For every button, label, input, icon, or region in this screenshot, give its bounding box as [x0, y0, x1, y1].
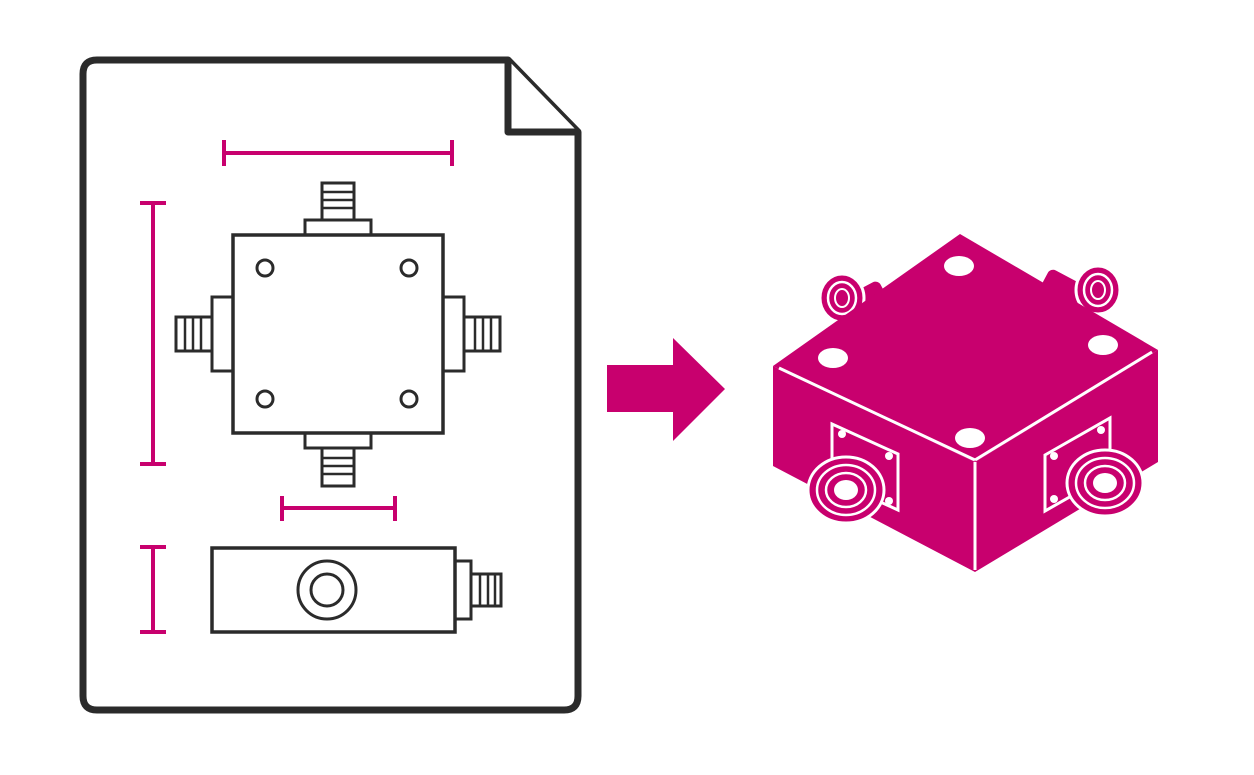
thickness-dimension — [140, 545, 166, 634]
side-port-inner — [309, 572, 345, 608]
mount-hole — [399, 389, 419, 409]
side-port-outer — [296, 559, 358, 621]
mount-hole — [1088, 335, 1118, 355]
side-connector — [453, 559, 503, 621]
device-edges — [778, 350, 1153, 570]
height-dimension — [140, 201, 166, 466]
side-view-drawing — [210, 546, 503, 634]
mount-hole — [955, 428, 985, 448]
mount-hole — [255, 389, 275, 409]
connector-spacing-dimension — [280, 496, 397, 521]
document-page — [79, 56, 582, 714]
right-connector — [441, 295, 502, 373]
mount-hole — [255, 258, 275, 278]
device-right-face — [975, 350, 1158, 572]
technical-drawing-document-icon — [79, 56, 582, 714]
device-top-face — [773, 234, 1158, 462]
mount-hole — [944, 256, 974, 276]
top-connector — [303, 181, 373, 237]
front-left-connector — [806, 421, 900, 525]
right-arrow-icon — [607, 338, 725, 441]
mount-hole — [818, 348, 848, 368]
width-dimension — [222, 140, 454, 166]
dimension-lines — [140, 140, 454, 634]
bottom-connector — [303, 431, 373, 488]
front-right-connector — [1043, 415, 1145, 518]
back-right-connector — [1038, 264, 1122, 321]
top-view-drawing — [174, 181, 502, 488]
isometric-rf-splitter-icon — [773, 234, 1158, 572]
mount-hole — [399, 258, 419, 278]
left-connector — [174, 295, 235, 373]
document-corner-fold — [504, 60, 578, 136]
